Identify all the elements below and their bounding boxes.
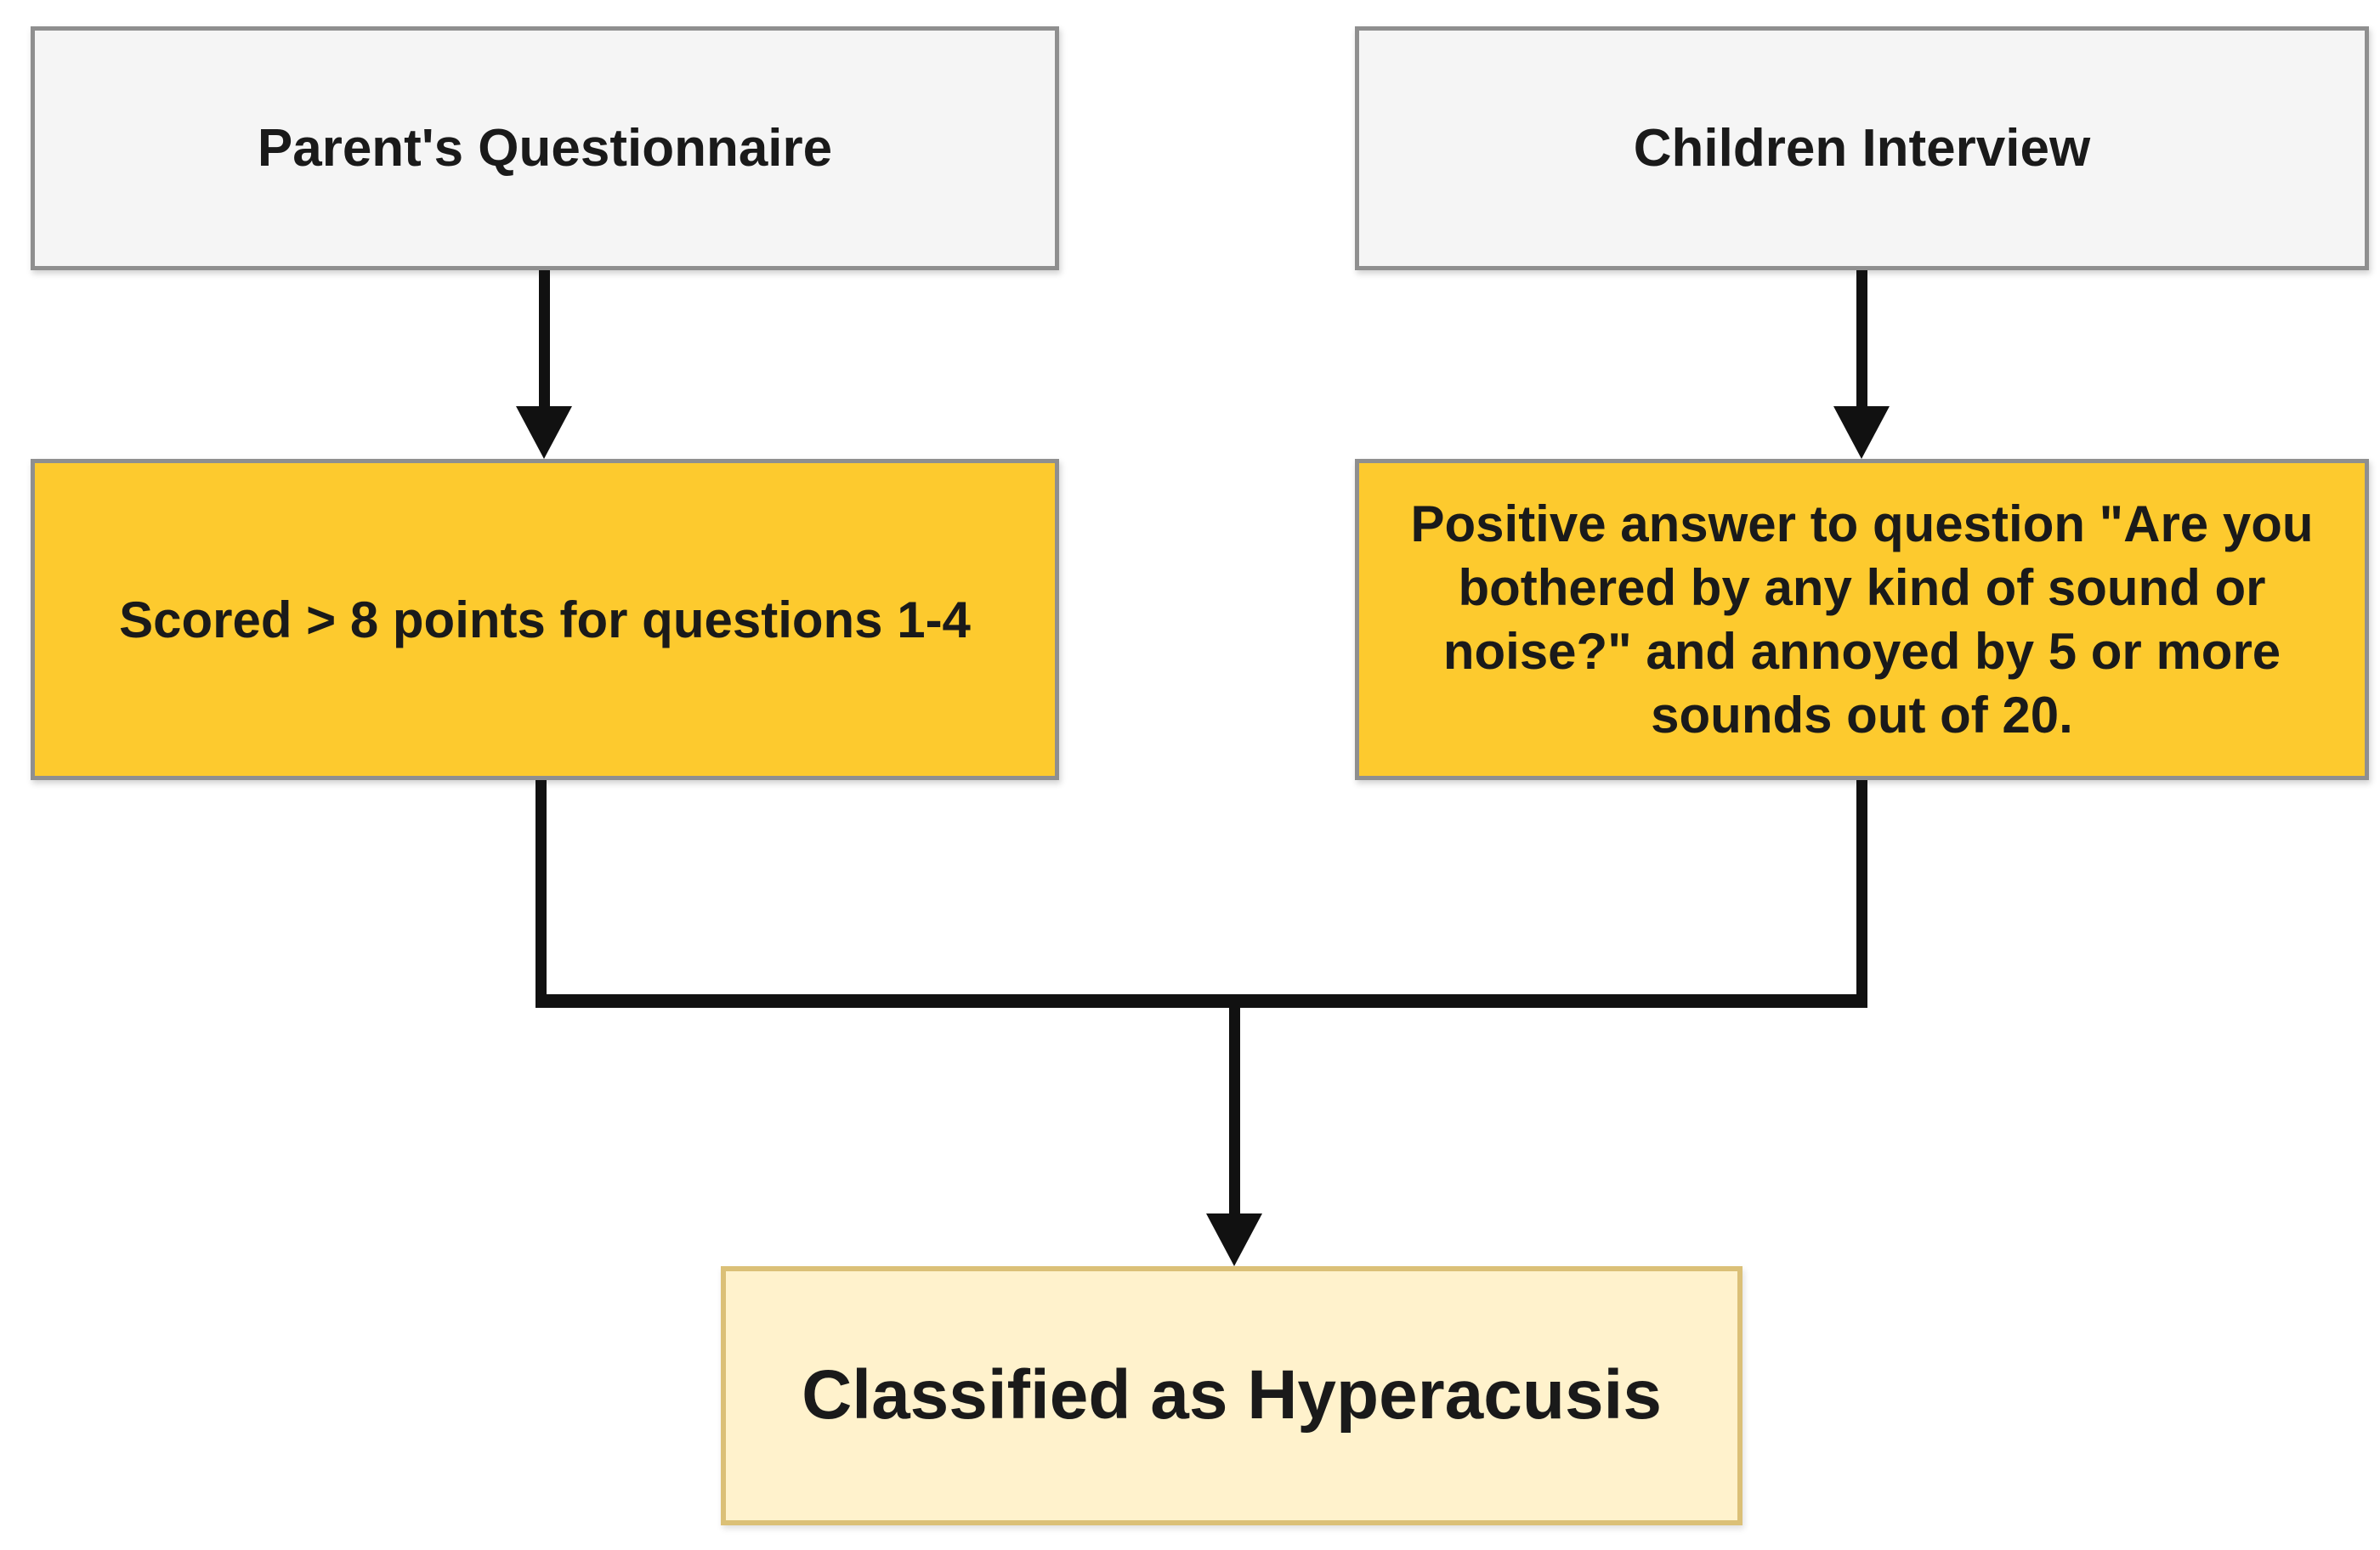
arrow-parents-to-scored-arrowhead-icon [516,406,572,459]
merge-connector-left-line [536,780,547,1001]
node-classified-hyperacusis: Classified as Hyperacusis [721,1266,1742,1525]
node-positive-answer-label: Positive answer to question "Are you bot… [1410,495,2314,744]
arrow-merge-to-classified-shaft [1229,1001,1240,1213]
node-parents-questionnaire-label: Parent's Questionnaire [257,118,833,178]
merge-connector-horizontal-line [536,994,1867,1008]
arrow-parents-to-scored-shaft [539,270,550,406]
node-children-interview-label: Children Interview [1633,118,2091,178]
node-scored-points: Scored > 8 points for questions 1-4 [31,459,1059,780]
node-children-interview: Children Interview [1355,26,2369,270]
node-classified-hyperacusis-label: Classified as Hyperacusis [802,1356,1662,1434]
arrow-children-to-positive-arrowhead-icon [1833,406,1890,459]
node-parents-questionnaire: Parent's Questionnaire [31,26,1059,270]
arrow-merge-to-classified-arrowhead-icon [1206,1213,1262,1266]
node-scored-points-label: Scored > 8 points for questions 1-4 [119,591,971,648]
merge-connector-right-line [1856,780,1867,1001]
node-positive-answer: Positive answer to question "Are you bot… [1355,459,2369,780]
arrow-children-to-positive-shaft [1856,270,1867,406]
